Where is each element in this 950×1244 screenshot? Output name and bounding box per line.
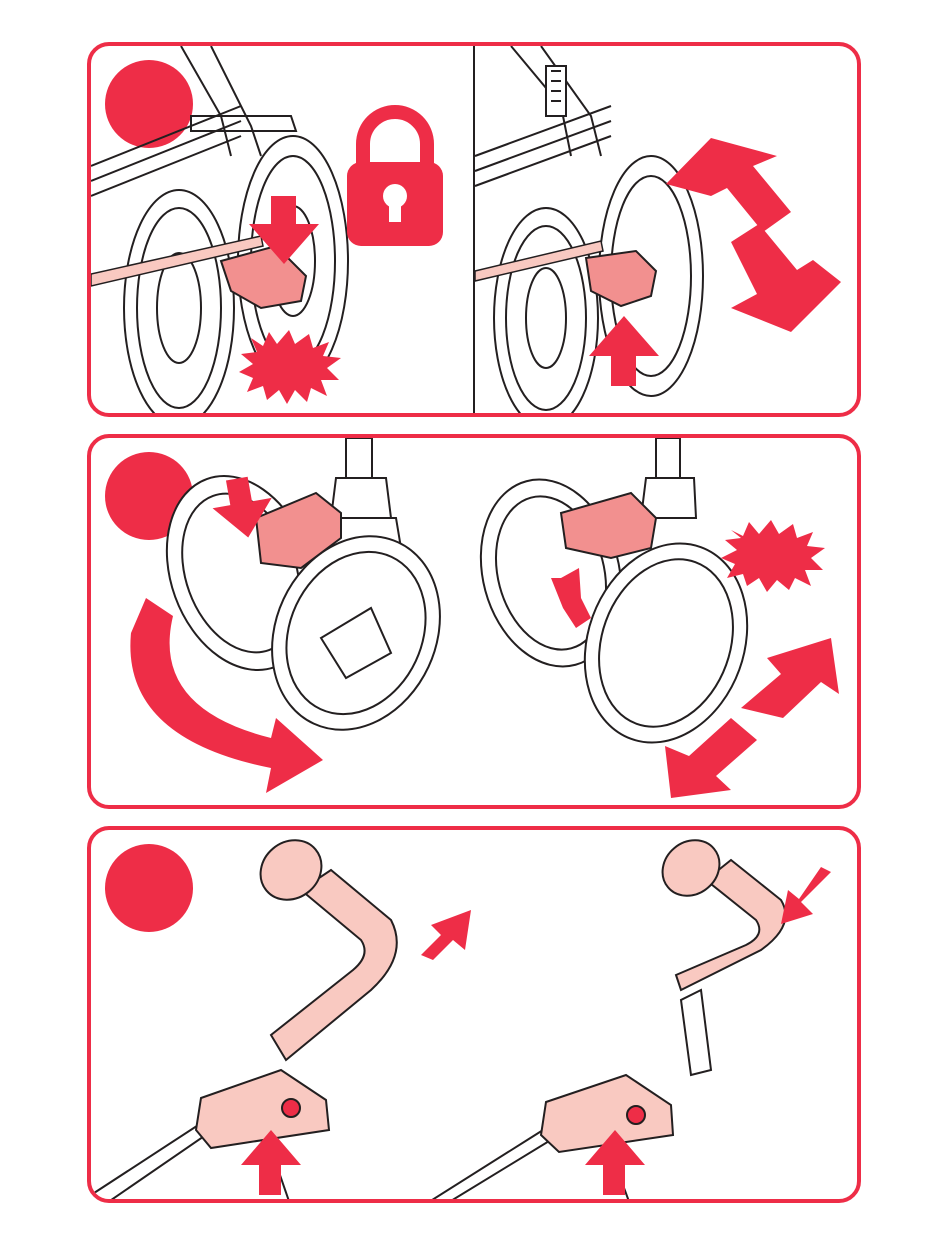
panel-handle: [87, 826, 861, 1203]
wheel-right-back: [494, 208, 598, 417]
panel-swivel: [87, 434, 861, 809]
handle-illustration: [91, 830, 861, 1203]
brake-illustration: [91, 46, 861, 417]
panel-brake: [87, 42, 861, 417]
frame-right: [475, 46, 611, 186]
handle-left: [91, 830, 397, 1203]
swivel-illustration: [91, 438, 861, 809]
arrow-left-icon: [781, 867, 831, 924]
double-arrow-top-icon: [741, 638, 839, 718]
double-arrow-bottom-icon: [731, 224, 841, 332]
lock-icon: [347, 112, 443, 246]
wheel-left-back: [124, 190, 234, 417]
fork-right: [641, 438, 696, 518]
arrow-right-icon: [421, 910, 471, 960]
